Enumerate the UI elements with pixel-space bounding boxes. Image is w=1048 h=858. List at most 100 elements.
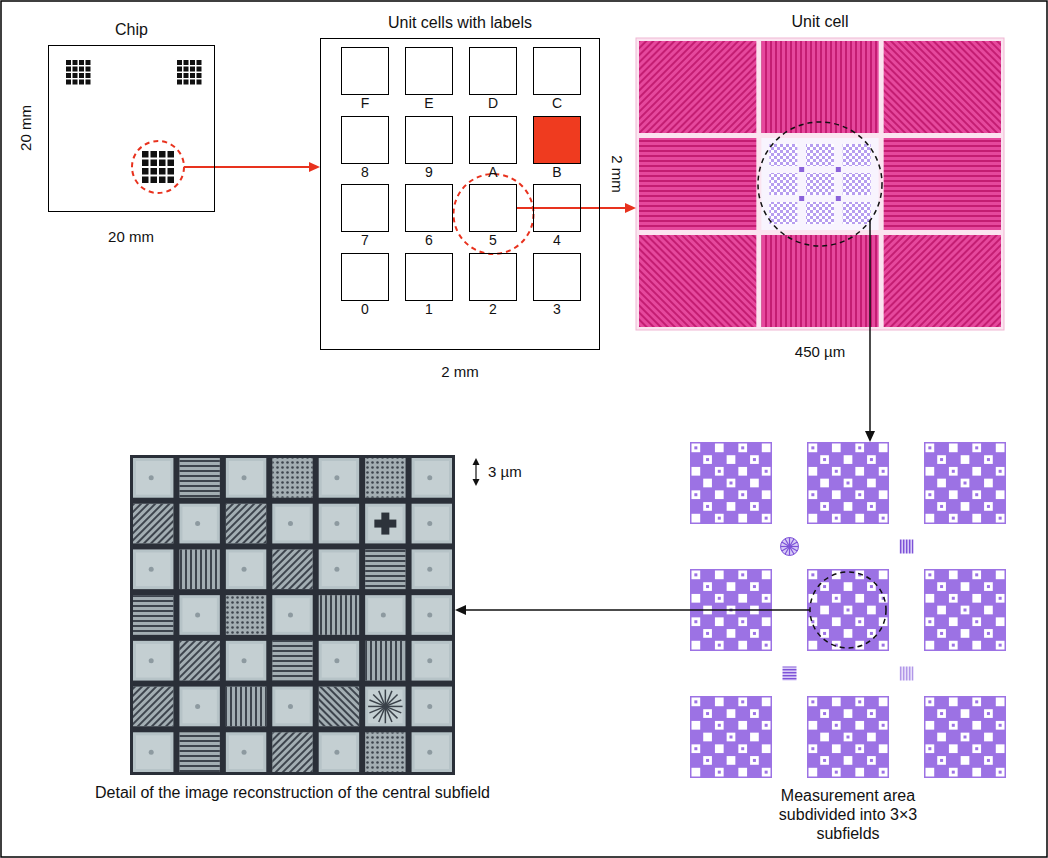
image-grating bbox=[179, 732, 219, 772]
cell-label: 2 bbox=[489, 301, 497, 318]
subfield-hole bbox=[762, 467, 771, 476]
subfield-hole bbox=[844, 709, 853, 718]
unit-cell-mark bbox=[86, 73, 91, 78]
image-cell bbox=[179, 504, 219, 544]
subfield-hole bbox=[949, 641, 958, 650]
subfield-dot bbox=[987, 505, 990, 508]
subfield-dot bbox=[975, 620, 978, 623]
subfield-hole bbox=[984, 606, 993, 615]
subfield-dot bbox=[928, 620, 931, 623]
image-grating bbox=[179, 641, 219, 681]
subfield-hole bbox=[820, 756, 829, 765]
subfield-hole bbox=[727, 756, 736, 765]
subfield-hole bbox=[844, 606, 853, 615]
subfield-hole bbox=[832, 594, 841, 603]
image-cell bbox=[179, 595, 219, 635]
subfield-mark bbox=[843, 202, 871, 224]
subfield-dot bbox=[694, 573, 697, 576]
subfield-dot bbox=[753, 632, 756, 635]
subfield-hole bbox=[996, 444, 1005, 453]
subfield-hole bbox=[949, 490, 958, 499]
subfield-hole bbox=[855, 514, 864, 523]
dimension-label: 20 mm bbox=[106, 228, 156, 246]
unit-cell-square: 8 bbox=[341, 116, 389, 164]
image-cell bbox=[368, 598, 402, 632]
image-dot bbox=[242, 475, 247, 480]
subfield-hole bbox=[996, 744, 1005, 753]
subfield-dot bbox=[858, 700, 861, 703]
image-grating bbox=[365, 732, 405, 772]
subfield-hole bbox=[972, 617, 981, 626]
unit-cell-square: 3 bbox=[533, 253, 581, 301]
subfield-hole bbox=[855, 721, 864, 730]
subfield-mark bbox=[843, 144, 871, 166]
image-cell bbox=[229, 644, 263, 678]
subfield-mark bbox=[769, 202, 797, 224]
subfield-hole bbox=[961, 502, 970, 511]
image-cell bbox=[365, 641, 405, 681]
arrowhead bbox=[309, 162, 320, 172]
image-cell bbox=[275, 507, 309, 541]
unit-cell-mark bbox=[190, 60, 195, 65]
unit-cell-mark bbox=[184, 73, 189, 78]
subfield-dot bbox=[940, 458, 943, 461]
grating-block bbox=[884, 41, 1001, 133]
subfield-hole bbox=[855, 744, 864, 753]
subfield-hole bbox=[809, 721, 818, 730]
subfield-dot bbox=[964, 482, 967, 485]
subfield-hole bbox=[879, 571, 888, 580]
scale-arrow bbox=[473, 458, 480, 486]
unit-cell-mark bbox=[177, 80, 182, 85]
subfield-hole bbox=[832, 768, 841, 777]
image-cell bbox=[319, 595, 359, 635]
subfield-dot bbox=[999, 724, 1002, 727]
subfield-hole bbox=[961, 709, 970, 718]
grating-block bbox=[639, 138, 756, 230]
subfield-hole bbox=[926, 641, 935, 650]
image-cell bbox=[229, 735, 263, 769]
subfield-dot bbox=[940, 712, 943, 715]
subfield bbox=[807, 442, 889, 524]
subfield-hole bbox=[855, 698, 864, 707]
subfield-dot bbox=[694, 493, 697, 496]
subfield-hole bbox=[879, 641, 888, 650]
unit-cell-mark bbox=[184, 80, 189, 85]
unit-cell-square: C bbox=[533, 47, 581, 95]
image-grating bbox=[133, 687, 173, 727]
subfield-dot bbox=[811, 573, 814, 576]
unit-cell-mark bbox=[159, 151, 166, 158]
subfield-dot bbox=[987, 759, 990, 762]
unit-cell-mark bbox=[177, 60, 182, 65]
star-spoke bbox=[369, 706, 385, 712]
subfield-hole bbox=[727, 629, 736, 638]
subfield-hole bbox=[937, 756, 946, 765]
cell-label: B bbox=[552, 164, 561, 181]
image-grating bbox=[272, 641, 312, 681]
subfield-mark bbox=[843, 173, 871, 195]
subfield-dot bbox=[847, 482, 850, 485]
cross-mark bbox=[381, 513, 389, 535]
subfield-hole bbox=[949, 594, 958, 603]
subfield-dot bbox=[741, 446, 744, 449]
image-cell bbox=[272, 732, 312, 772]
unit-cell-mark bbox=[190, 73, 195, 78]
subfield-hole bbox=[727, 502, 736, 511]
image-dot bbox=[149, 750, 154, 755]
subfield-hole bbox=[750, 479, 759, 488]
unit-cell-mark bbox=[73, 73, 78, 78]
unit-cell-square: E bbox=[405, 47, 453, 95]
subfield-hole bbox=[692, 768, 701, 777]
connector-line bbox=[464, 609, 690, 611]
image-cell bbox=[133, 687, 173, 727]
subfield-dot bbox=[940, 505, 943, 508]
image-cell bbox=[133, 641, 173, 681]
subfield-hole bbox=[832, 744, 841, 753]
image-grating bbox=[365, 641, 405, 681]
unit-cell-mark bbox=[168, 151, 175, 158]
unit-cell-square: 5 bbox=[469, 184, 517, 232]
image-grating bbox=[179, 549, 219, 589]
image-cell bbox=[322, 552, 356, 586]
arrowhead bbox=[473, 458, 480, 465]
unit-cell-mark bbox=[159, 160, 166, 167]
